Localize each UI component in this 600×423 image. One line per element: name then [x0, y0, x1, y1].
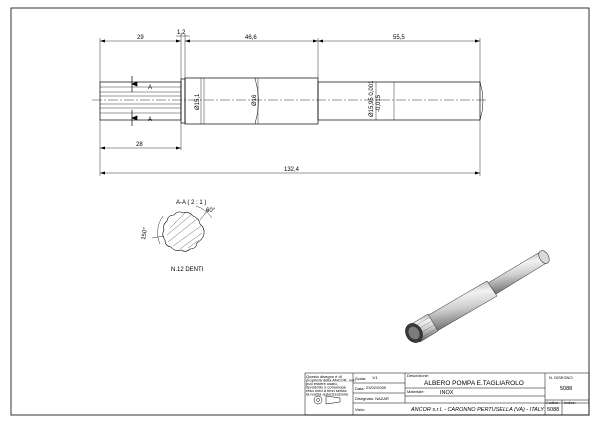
tb-note-1: Questo disegno è di: [306, 374, 342, 379]
tb-descrizione-label: Descrizione:: [407, 373, 429, 378]
tb-scala-label: Scala:: [355, 376, 366, 381]
tb-codice-label: Codice:: [546, 400, 560, 405]
tb-indice-label: Indice:: [564, 400, 576, 405]
section-view-a-a: [151, 205, 213, 252]
section-label: A-A ( 2 : 1 ): [176, 200, 206, 206]
sheet-border: [10, 7, 590, 416]
tb-note-2: proprietà della ANCOR, non: [306, 378, 356, 383]
dim-dia-16: Ø16: [252, 94, 258, 106]
section-angle-150: 150°: [141, 226, 149, 240]
tb-note-3: può essere usato,: [306, 381, 338, 386]
tb-disegnato: Disegnato: NAZAR: [355, 396, 389, 401]
reduced-end: [317, 81, 481, 121]
tb-data-label: Data:: [355, 386, 365, 391]
tb-company: ANCOR s.r.l. - CARONNO PERTUSELLA (VA) -…: [410, 407, 544, 413]
section-markers: [131, 76, 138, 126]
dim-dia-tolerance: Ø15,95 0,001: [369, 80, 375, 117]
dimension-arrows: [100, 39, 480, 175]
dim-29: 29: [137, 35, 144, 41]
section-marker-a-bottom: A: [148, 117, 152, 123]
dim-28: 28: [136, 142, 143, 148]
dim-1-2: 1,2: [177, 30, 186, 36]
dim-dia-tolerance-lower: -0,015: [376, 94, 382, 112]
teeth-count: N.12 DENTI: [171, 267, 204, 273]
tb-note-6: la nostra autorizzazione: [306, 392, 349, 397]
isometric-view: [405, 250, 550, 343]
tb-scala-value: 1/1: [372, 375, 378, 380]
title-block: [304, 372, 590, 416]
tb-note-4: riprodotto o comunque: [306, 385, 347, 390]
tb-materiale-label: Materiale:: [407, 389, 425, 394]
dimension-lines: [99, 34, 481, 176]
splined-section: [99, 81, 182, 121]
dim-dia-15-1: Ø15,1: [195, 93, 201, 110]
tb-n-disegno-label: N. DISEGNO: [549, 375, 573, 380]
tb-visto: Visto:: [355, 407, 365, 412]
section-marker-a-top: A: [148, 85, 152, 91]
shaft-side-view: [92, 77, 488, 125]
tb-n-disegno-value: 5088: [560, 386, 572, 392]
tb-materiale-value: INOX: [440, 390, 454, 396]
step-collar: [180, 78, 186, 124]
dim-132-4: 132,4: [284, 167, 300, 173]
spline-profile: [162, 211, 205, 252]
dim-46-6: 46,6: [245, 35, 257, 41]
tb-note-5: reso noto a terzi senza: [306, 388, 347, 393]
tb-data-value: 23/02/2009: [366, 385, 387, 390]
tb-codice-value: 5088: [547, 407, 559, 413]
section-angle-60: 60°: [206, 208, 216, 214]
dim-55-5: 55,5: [393, 35, 405, 41]
tb-descrizione-value: ALBERO POMPA E.TAGLIAROLO: [424, 380, 524, 387]
